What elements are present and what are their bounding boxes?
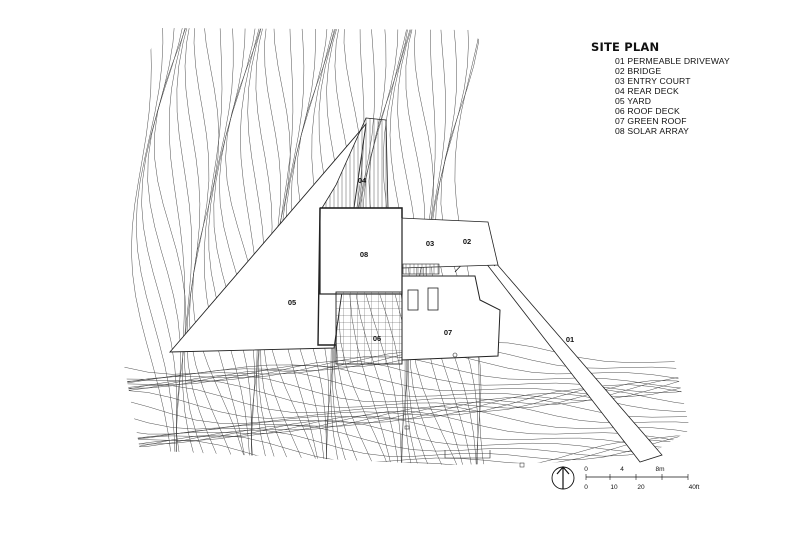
- legend-list: 01 PERMEABLE DRIVEWAY 02 BRIDGE 03 ENTRY…: [591, 56, 730, 136]
- north-arrow-icon: [551, 466, 575, 490]
- contour-line: [110, 411, 690, 445]
- contour-line: [110, 430, 690, 461]
- label-rear-deck: 04: [358, 176, 367, 185]
- entry-court: [399, 217, 499, 269]
- south-boundary: [444, 450, 491, 459]
- contour-line: [110, 424, 690, 457]
- site-marker-2: [519, 462, 525, 468]
- skylight-2: [427, 287, 439, 311]
- contour-line: [110, 415, 690, 449]
- contour-line: [219, 28, 257, 465]
- contour-line: [147, 28, 185, 465]
- scale-ft-0: 0: [584, 484, 588, 491]
- scale-m-8: 8m: [655, 466, 664, 473]
- legend-title: SITE PLAN: [591, 40, 660, 54]
- legend-item: 04 REAR DECK: [615, 86, 679, 96]
- house-outline: [317, 207, 403, 346]
- scale-m-0: 0: [584, 466, 588, 473]
- contour-line: [110, 434, 690, 465]
- contour-line: [192, 28, 250, 465]
- site-marker: [404, 425, 410, 430]
- contour-line: [240, 28, 273, 465]
- contour-line: [176, 28, 215, 465]
- green-roof: [401, 275, 501, 361]
- contour-line: [135, 28, 177, 465]
- legend-item: 02 BRIDGE: [615, 66, 662, 76]
- contour-line: [203, 28, 249, 465]
- legend-item: 03 ENTRY COURT: [615, 76, 691, 86]
- contour-line: [110, 406, 690, 440]
- contour-line: [110, 439, 690, 465]
- scale-m-4: 4: [620, 466, 624, 473]
- roof-deck: [335, 291, 403, 365]
- contour-line: [213, 28, 252, 465]
- scale-ft-20: 20: [637, 484, 645, 491]
- scale-bar: 0 4 8m 0 10 20 40ft: [584, 466, 699, 491]
- label-bridge: 02: [463, 237, 471, 246]
- label-entry-court: 03: [426, 239, 434, 248]
- legend-item: 06 ROOF DECK: [615, 106, 680, 116]
- entry-stair: [402, 263, 440, 275]
- legend-item: 07 GREEN ROOF: [615, 116, 687, 126]
- roof-drain: [452, 352, 458, 358]
- contour-line: [184, 28, 228, 465]
- label-solar-array: 08: [360, 250, 368, 259]
- contour-line: [110, 401, 690, 435]
- legend-item: 01 PERMEABLE DRIVEWAY: [615, 56, 730, 66]
- label-green-roof: 07: [444, 328, 452, 337]
- legend-item: 08 SOLAR ARRAY: [615, 126, 690, 136]
- scale-ft-40: 40ft: [689, 484, 700, 491]
- contour-line: [225, 28, 264, 465]
- topographic-contours: [110, 28, 690, 465]
- contour-line: [168, 28, 203, 465]
- label-roof-deck: 06: [373, 334, 381, 343]
- contour-line: [131, 28, 175, 465]
- label-yard: 05: [288, 298, 296, 307]
- site-plan-legend: SITE PLAN 01 PERMEABLE DRIVEWAY 02 BRIDG…: [591, 40, 730, 136]
- skylight-1: [407, 289, 419, 311]
- label-driveway: 01: [566, 335, 574, 344]
- solar-array: [319, 207, 403, 295]
- contour-line: [208, 28, 252, 465]
- scale-ft-10: 10: [610, 484, 618, 491]
- contour-line: [154, 28, 189, 465]
- contour-line: [141, 28, 178, 465]
- contour-line: [189, 28, 241, 465]
- legend-item: 05 YARD: [615, 96, 652, 106]
